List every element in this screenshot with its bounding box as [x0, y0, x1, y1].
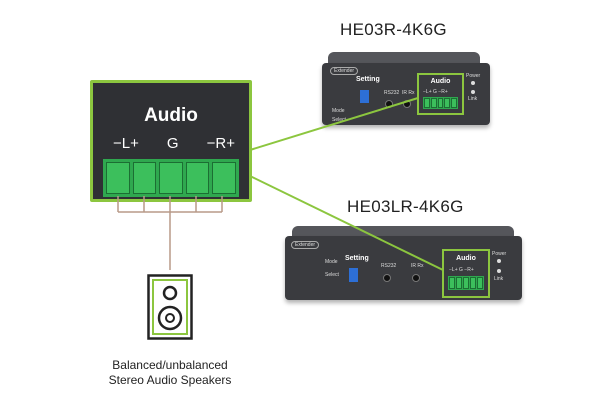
link-led: [471, 90, 475, 94]
ir-label: IR Rx: [411, 263, 424, 269]
callout-line-bottom: [249, 175, 444, 271]
audio-label: Audio: [430, 78, 451, 85]
device-top-model: HE03R-4K6G: [340, 20, 447, 39]
terminal-block: [423, 97, 458, 109]
speaker-caption-line1: Balanced/unbalanced: [112, 358, 228, 372]
device-bottom-badge: Extender: [291, 241, 320, 249]
audio-highlight: Audio −L+ G −R+: [442, 249, 490, 298]
audio-pins-label: −L+ G −R+: [449, 267, 474, 273]
mode-label: Mode: [325, 259, 338, 265]
rs232-label: RS232: [381, 263, 397, 269]
audio-label: Audio: [456, 255, 476, 262]
device-top: Extender Setting Mode Select RS232 IR Rx…: [322, 63, 490, 125]
device-top-setting-label: Setting: [356, 76, 380, 83]
select-label: Select: [332, 117, 346, 123]
speaker-wires: [117, 196, 223, 270]
power-led: [471, 81, 475, 85]
pin-left-label: −L+: [113, 135, 139, 152]
link-label: Link: [494, 276, 504, 282]
speaker-caption-line2: Stereo Audio Speakers: [108, 373, 232, 387]
callout-line-top: [249, 97, 419, 151]
power-label: Power: [466, 73, 481, 79]
device-bottom-model: HE03LR-4K6G: [347, 197, 464, 216]
pin-ground-label: G: [166, 135, 179, 152]
select-label: Select: [325, 272, 339, 278]
setting-label: Setting: [345, 255, 369, 262]
rs232-port: [383, 274, 391, 282]
pin-right-label: −R+: [206, 135, 235, 152]
mode-label: Mode: [332, 108, 345, 114]
device-top-lid: [328, 52, 480, 66]
audio-pins-label: −L+ G −R+: [423, 89, 448, 95]
power-label: Power: [492, 251, 507, 257]
power-led: [497, 259, 501, 263]
link-led: [497, 269, 501, 273]
speaker-icon: [147, 274, 193, 340]
ir-port: [412, 274, 420, 282]
device-top-badge: Extender: [330, 67, 359, 75]
audio-highlight: Audio −L+ G −R+: [417, 73, 464, 115]
dip-switch[interactable]: [360, 90, 369, 103]
link-label: Link: [468, 96, 478, 102]
dip-switch[interactable]: [349, 268, 358, 282]
rs232-label: RS232: [384, 90, 400, 96]
terminal-block-large: [103, 159, 239, 197]
audio-callout: Audio −L+ G −R+: [90, 80, 252, 202]
device-bottom: Extender Mode Select Setting RS232 IR Rx…: [285, 236, 522, 300]
ir-label: IR Rx: [402, 90, 415, 96]
terminal-block: [448, 276, 484, 290]
audio-callout-title: Audio: [144, 105, 198, 126]
